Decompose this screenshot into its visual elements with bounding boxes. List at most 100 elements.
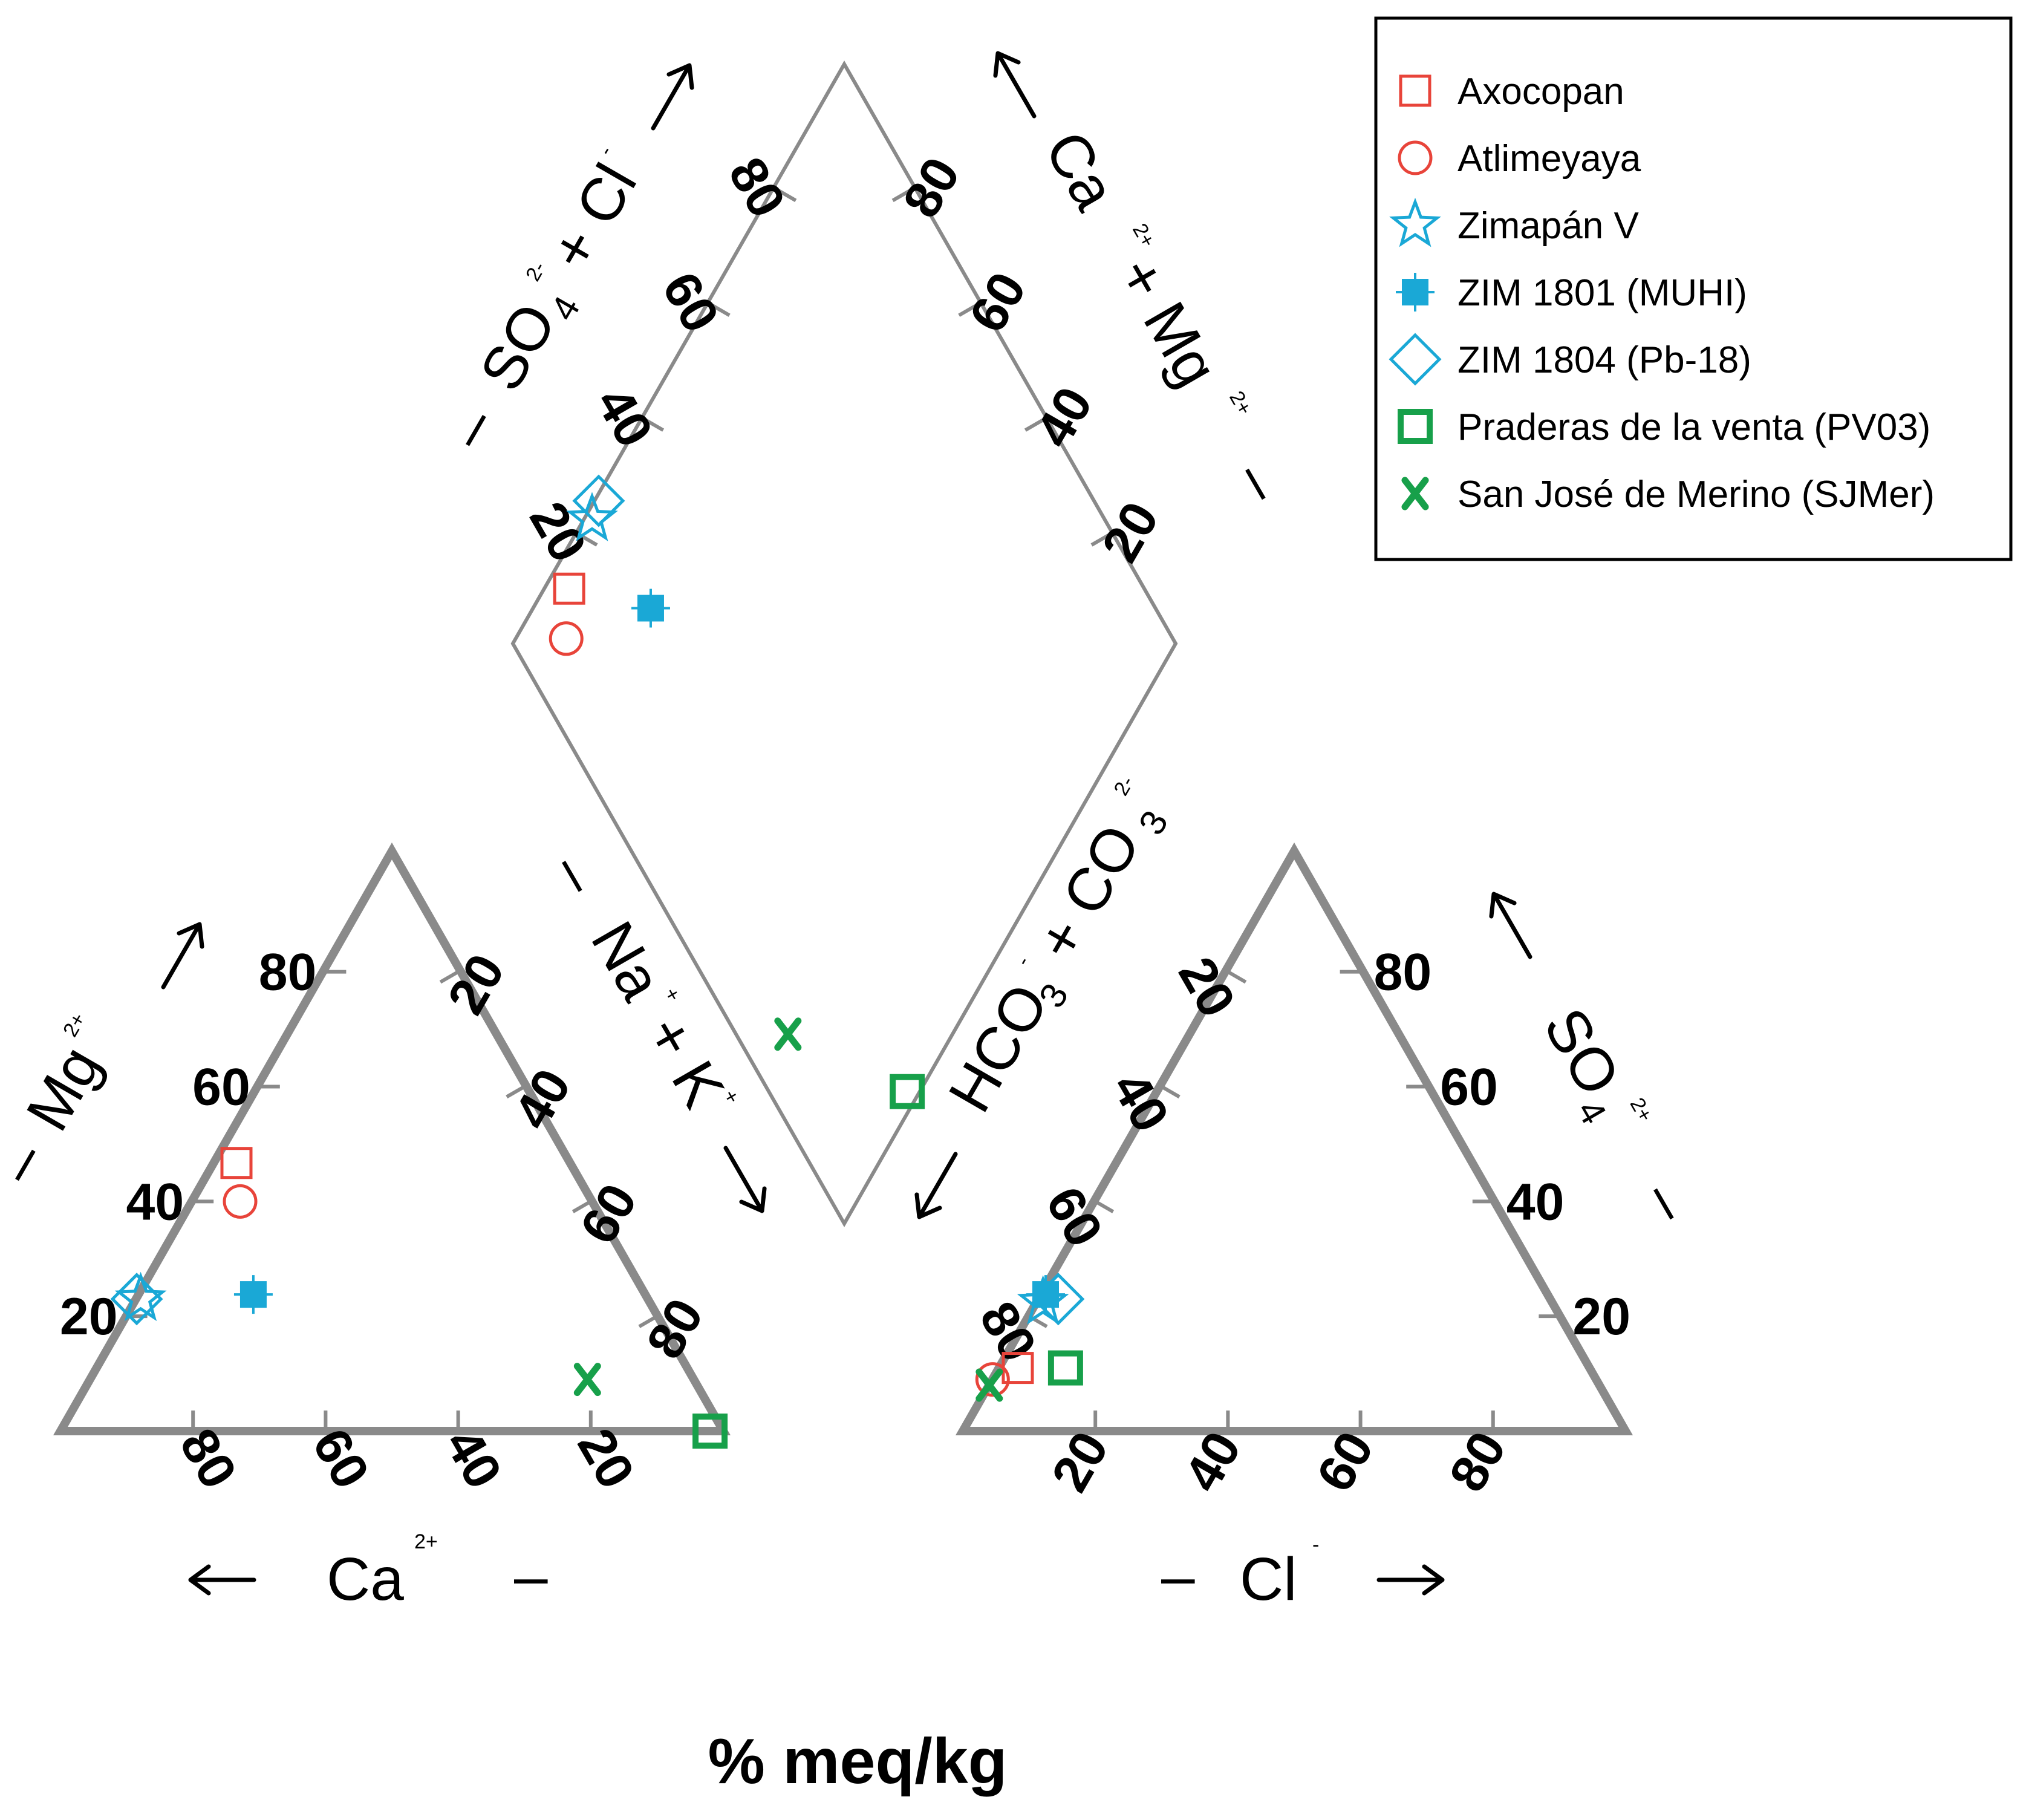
legend-marker-shape	[1398, 409, 1433, 444]
legend-marker-shape	[1389, 197, 1441, 247]
legend-marker	[1399, 74, 1431, 107]
cation-point	[223, 1184, 258, 1219]
mg-tick-label: 80	[259, 944, 317, 1002]
so4-tick-label: 20	[1572, 1288, 1630, 1346]
na-k-tick	[439, 970, 460, 984]
diamond-point	[774, 1017, 802, 1051]
axis-dash: –	[434, 396, 509, 459]
ca-arrow-icon	[188, 1564, 256, 1596]
mg-part: + Mg	[1104, 246, 1231, 397]
legend-marker	[1389, 333, 1442, 386]
ca-part: Ca	[1032, 120, 1129, 221]
so4-arrow-icon	[1489, 892, 1532, 959]
cation-point	[233, 1275, 273, 1314]
na-k-tick	[506, 1084, 526, 1099]
mg-arrow-icon	[161, 922, 204, 990]
na-k-tick	[572, 1199, 592, 1213]
mg-tick-label: 20	[60, 1288, 118, 1346]
ca-mg-tick	[891, 188, 912, 203]
co3-part: + CO	[1023, 814, 1153, 971]
hco3-tick	[1226, 970, 1247, 984]
anion-point	[975, 1362, 1010, 1397]
cl-charge: -	[1312, 1533, 1319, 1556]
na-k-arrow-icon	[723, 1146, 767, 1213]
so4-tick-label: 60	[1440, 1058, 1498, 1117]
so4-tick-label: 80	[1374, 944, 1432, 1002]
so4-tick-label: 40	[1506, 1173, 1565, 1231]
cation-point	[573, 1363, 601, 1397]
legend-label: San José de Merino (SJMer)	[1457, 474, 1935, 515]
na-k-tick	[638, 1314, 658, 1328]
axis-dash: –	[1222, 450, 1298, 513]
ca-part-charge: 2+	[1128, 220, 1159, 252]
cation-point-shape	[692, 1414, 728, 1449]
legend-entry: Atlimeyaya	[1398, 138, 1641, 180]
so4-cl-tick	[644, 418, 665, 432]
anion-point-shape	[1047, 1350, 1083, 1386]
anion-point-shape	[975, 1362, 1010, 1397]
anion-triangle	[955, 842, 1633, 1435]
so4-cl-tick-label: 80	[717, 148, 796, 227]
legend-marker	[1398, 140, 1433, 175]
legend-label: ZIM 1801 (MUHI)	[1457, 272, 1747, 314]
legend-marker	[1401, 477, 1429, 510]
diamond-point	[572, 474, 625, 527]
anion-point-shape	[975, 1368, 1003, 1402]
tick-marks	[126, 188, 1560, 1431]
so4-cl-arrow-icon	[651, 63, 694, 131]
unit-label: % meq/kg	[708, 1726, 1008, 1797]
so4-cl-tick-label: 40	[585, 377, 664, 457]
mg-charge: 2+	[59, 1009, 90, 1041]
legend-label: Axocopan	[1457, 71, 1624, 113]
hco3-tick	[1094, 1199, 1115, 1213]
mg-tick-label: 40	[126, 1173, 184, 1231]
axis-dash: –	[539, 843, 614, 905]
legend-entry: San José de Merino (SJMer)	[1401, 474, 1935, 515]
diamond-point	[566, 492, 618, 541]
legend-entry: Axocopan	[1399, 71, 1624, 113]
mg-axis-label: – Mg 2+	[0, 1009, 114, 1194]
cation-point-shape	[573, 1363, 601, 1397]
so4-part-charge: 2-	[521, 258, 550, 285]
legend-marker-shape	[1399, 74, 1431, 107]
diamond-point	[890, 1074, 925, 1109]
legend-marker-cross	[1396, 273, 1435, 311]
ca-mg-tick-label: 60	[959, 263, 1038, 342]
so4-cl-tick	[711, 303, 731, 317]
legend-marker-shape	[1398, 140, 1433, 175]
cation-point	[692, 1414, 728, 1449]
co3-part-charge: 2-	[1110, 772, 1139, 800]
legend-marker	[1398, 409, 1433, 444]
ca-mg-tick-label: 40	[1024, 377, 1104, 457]
na-part-charge: +	[659, 983, 685, 1005]
diamond-point-shape	[566, 492, 618, 541]
ca-mg-tick	[1090, 533, 1110, 547]
axis-dash: –	[1161, 1542, 1195, 1610]
so4-cl-tick-label: 60	[651, 263, 730, 342]
cl-arrow-icon	[1376, 1564, 1445, 1596]
anion-point	[1032, 1273, 1085, 1326]
cl-part: + Cl	[536, 153, 650, 281]
diamond-point	[549, 621, 584, 656]
hco3-part-charge: -	[1011, 952, 1035, 970]
legend-entry: Zimapán V	[1389, 197, 1639, 247]
diamond-point-shape	[774, 1017, 802, 1051]
mg-tick-label: 60	[192, 1058, 250, 1117]
legend-label: Zimapán V	[1457, 205, 1639, 247]
ca-mg-tick	[958, 303, 978, 317]
co3-part-sub: 3	[1131, 804, 1176, 841]
anion-point	[1047, 1350, 1083, 1386]
mg-part-charge: 2+	[1225, 387, 1256, 419]
so4-charge: 2+	[1626, 1094, 1657, 1126]
legend-label: ZIM 1804 (Pb-18)	[1457, 339, 1751, 381]
axis-dash: –	[1630, 1170, 1706, 1233]
so4-label: SO	[1531, 997, 1633, 1106]
diamond-point-shape	[553, 572, 585, 605]
cation-point-shape	[114, 1271, 167, 1322]
legend-entry: Praderas de la venta (PV03)	[1398, 406, 1930, 448]
diamond-point-shape	[890, 1074, 925, 1109]
legend-label: Atlimeyaya	[1457, 138, 1641, 180]
legend-box	[1374, 16, 2013, 561]
